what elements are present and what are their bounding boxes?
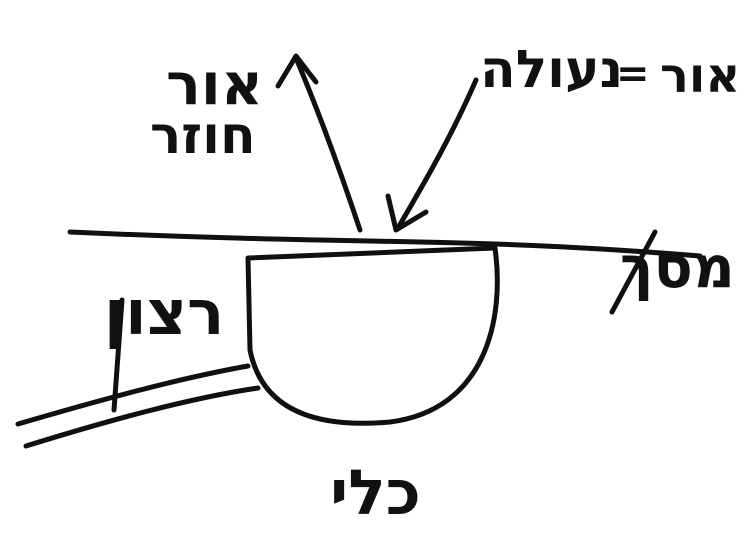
- desire-label: רצון: [104, 276, 225, 349]
- reflected-light-arrow: [293, 55, 363, 233]
- screen-label: מסך: [620, 233, 735, 301]
- incident-light-arrowhead: [385, 193, 429, 233]
- incident-light-arrow: [395, 77, 479, 231]
- reflected-light-label-line1: אור: [166, 50, 264, 118]
- desire-vertical-stroke: [111, 297, 125, 413]
- vessel-label: כלי: [330, 456, 421, 529]
- incident-light-light-label: אור: [660, 48, 741, 104]
- reflected-light-label-line2: חוזר: [150, 106, 256, 166]
- desire-line-upper: [15, 363, 251, 427]
- equals-sign-label: =: [616, 51, 650, 97]
- reflected-light-arrowhead: [275, 53, 319, 89]
- screen-label-stroke: [609, 229, 658, 315]
- desire-line-lower: [23, 385, 261, 449]
- screen-line: [67, 229, 703, 259]
- vessel-bowl: [245, 245, 500, 426]
- incident-light-word-label: נעולה: [480, 40, 624, 100]
